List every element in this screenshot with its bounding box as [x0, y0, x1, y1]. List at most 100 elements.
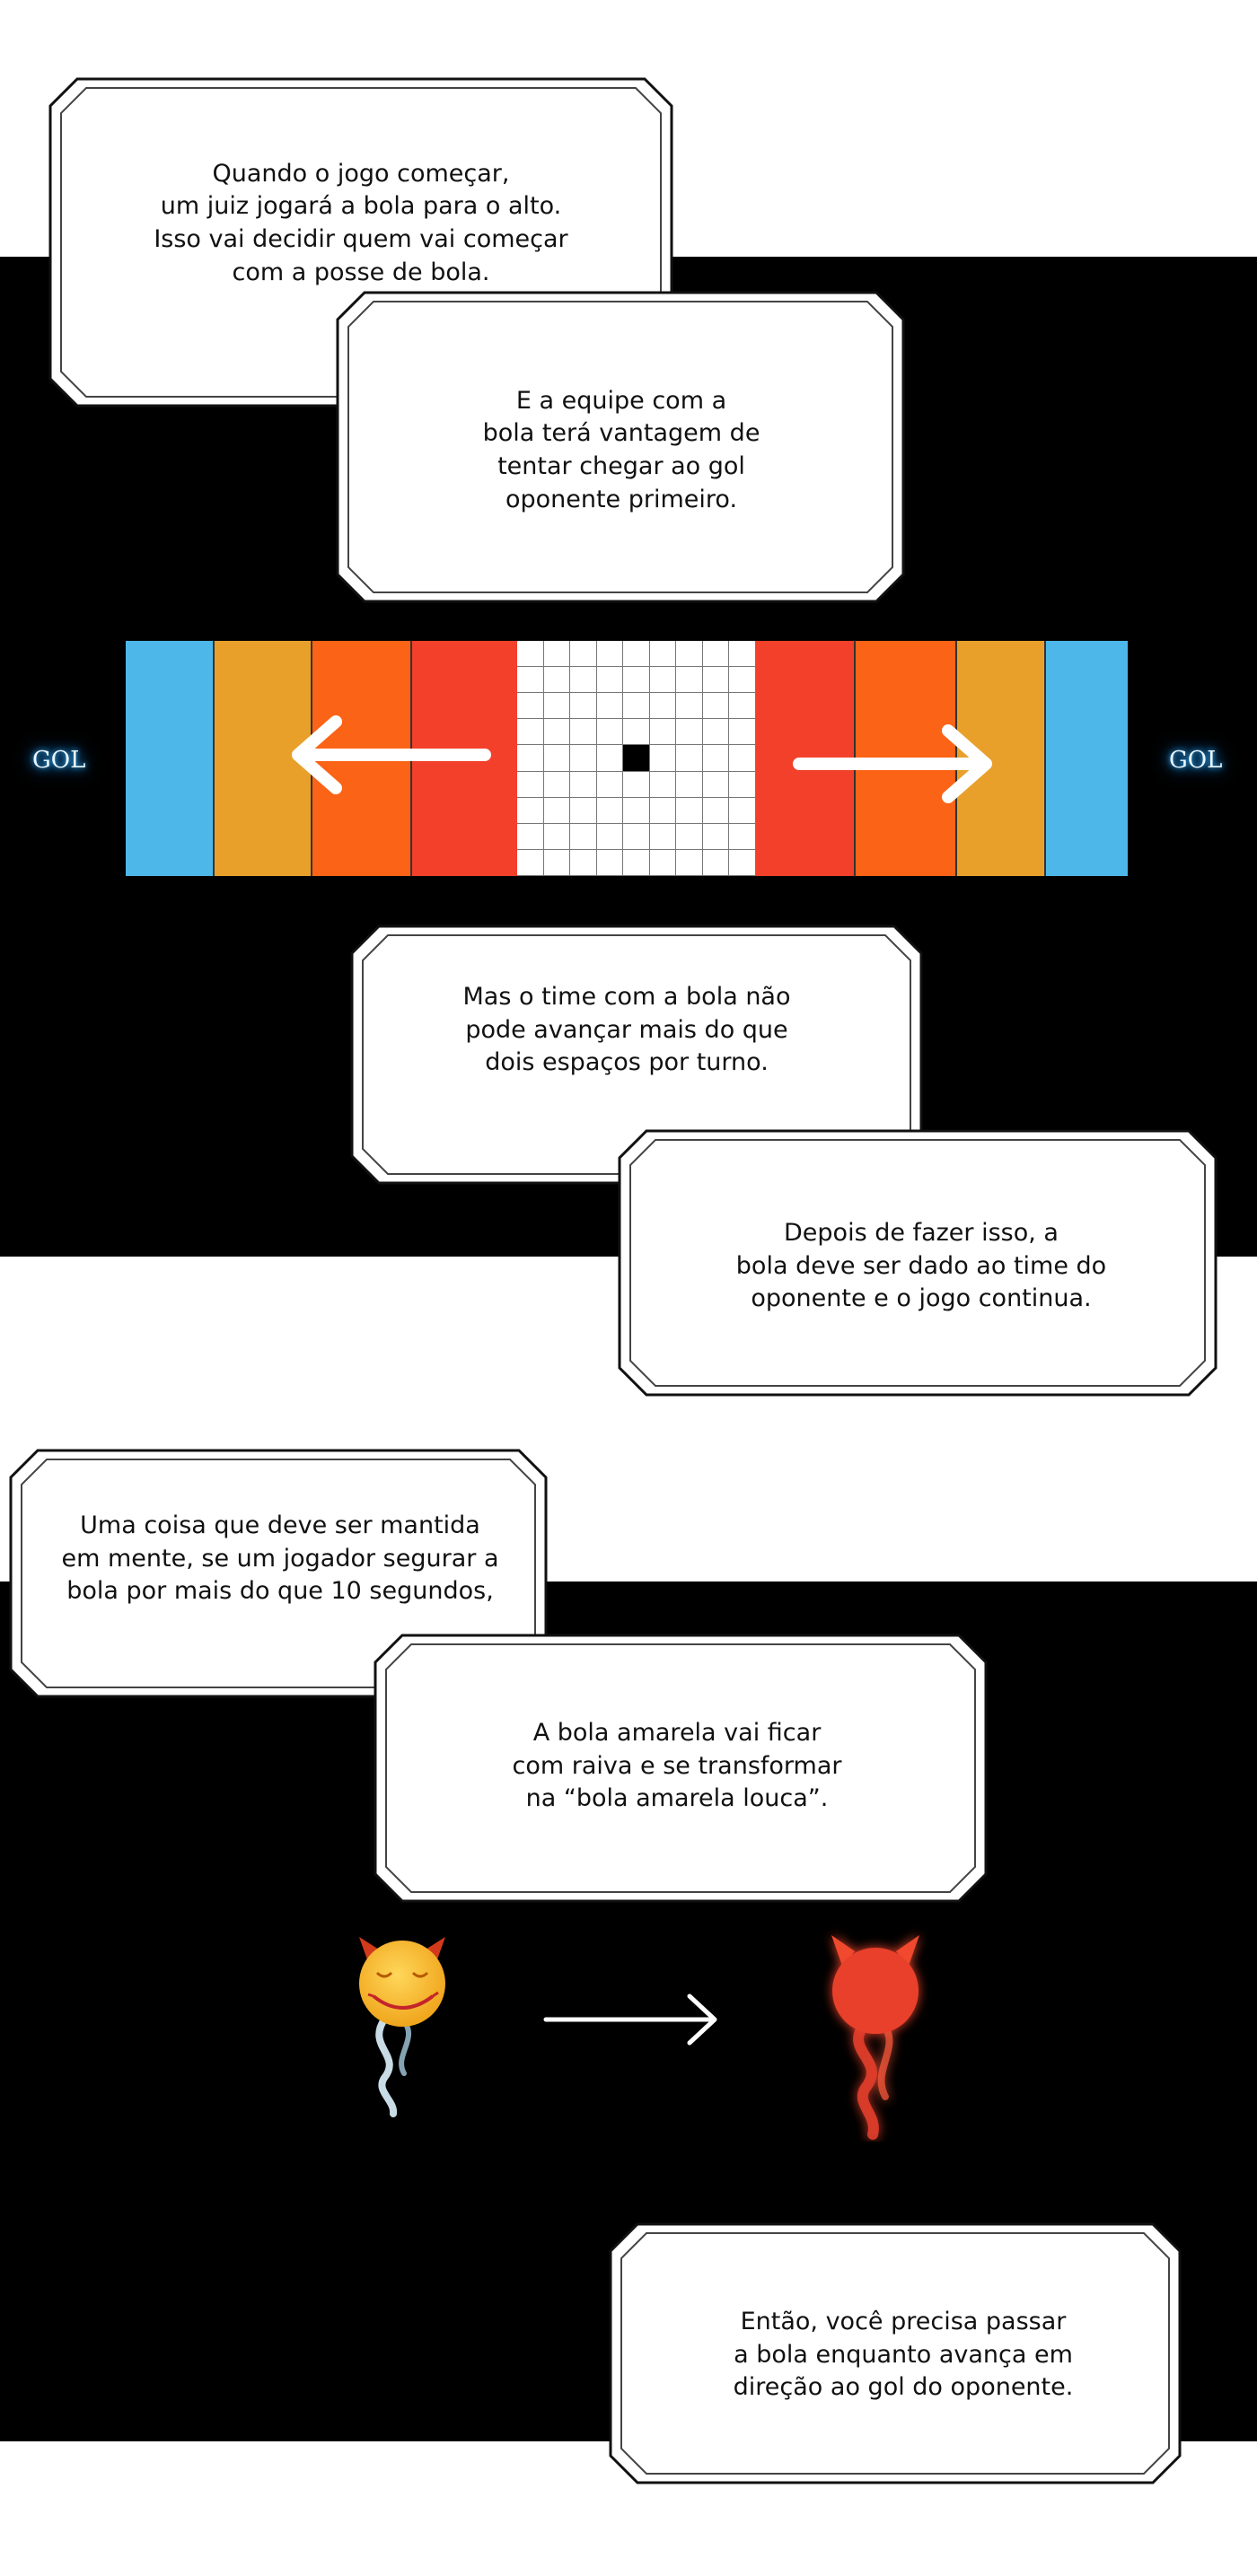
grid-cell [596, 641, 624, 668]
grid-cell [676, 797, 703, 824]
grid-cell [676, 719, 703, 746]
bubble-frame-icon [374, 1634, 988, 1903]
goal-zone-right [1045, 641, 1129, 876]
red-crazy-ball-icon [831, 1935, 919, 2140]
grid-cell [729, 745, 756, 772]
grid-cell [596, 823, 624, 850]
bubble-text-mas: Mas o time com a bola não pode avançar m… [462, 982, 791, 1077]
transform-arrow-icon [543, 1993, 717, 2046]
center-square [623, 745, 650, 772]
field-grid-icon [517, 641, 756, 876]
grid-cell [517, 797, 544, 824]
grid-cell [729, 693, 756, 720]
goal-label-right: GOL [1169, 747, 1223, 774]
grid-cell [570, 849, 597, 876]
goal-label-left: GOL [32, 747, 86, 774]
speech-bubble-amarela: A bola amarela vai ficar com raiva e se … [372, 1632, 989, 1905]
grid-cell [623, 667, 650, 694]
grid-cell [729, 641, 756, 668]
grid-cell [543, 719, 571, 746]
bubble-text-depois: Depois de fazer isso, a bola deve ser da… [735, 1218, 1107, 1313]
grid-cell [623, 849, 650, 876]
bubble-text-quando: Quando o jogo começar, um juiz jogará a … [154, 159, 568, 286]
grid-cell [649, 823, 677, 850]
grid-cell [517, 719, 544, 746]
bubble-frame-icon [336, 291, 905, 603]
grid-cell [676, 641, 703, 668]
speech-bubble-equipe: E a equipe com a bola terá vantagem de t… [334, 289, 907, 605]
grid-cell [543, 849, 571, 876]
speech-bubble-entao: Então, você precisa passar a bola enquan… [607, 2221, 1183, 2486]
grid-cell [517, 693, 544, 720]
grid-cell [702, 693, 730, 720]
grid-cell [729, 849, 756, 876]
grid-cell [702, 849, 730, 876]
grid-cell [543, 771, 571, 798]
grid-cell [570, 667, 597, 694]
grid-cell [702, 667, 730, 694]
grid-cell [517, 771, 544, 798]
speech-bubble-depois: Depois de fazer isso, a bola deve ser da… [616, 1127, 1219, 1398]
grid-cell [596, 771, 624, 798]
grid-cell [596, 693, 624, 720]
grid-cell [702, 823, 730, 850]
grid-cell [676, 693, 703, 720]
grid-cell [570, 719, 597, 746]
grid-cell [702, 641, 730, 668]
grid-cell [676, 771, 703, 798]
grid-cell [649, 771, 677, 798]
grid-cell [596, 797, 624, 824]
goal-zone-left [126, 641, 214, 876]
grid-cell [649, 641, 677, 668]
grid-cell [729, 719, 756, 746]
bubble-text-equipe: E a equipe com a bola terá vantagem de t… [482, 386, 760, 513]
bubble-text-entao: Então, você precisa passar a bola enquan… [733, 2307, 1074, 2402]
zone-right-3 [956, 641, 1046, 876]
grid-cell [543, 667, 571, 694]
grid-cell [729, 797, 756, 824]
grid-cell [543, 693, 571, 720]
bubble-text-amarela: A bola amarela vai ficar com raiva e se … [512, 1718, 842, 1813]
grid-cell [702, 797, 730, 824]
grid-cell [702, 745, 730, 772]
grid-cell [596, 745, 624, 772]
grid-cell [543, 823, 571, 850]
grid-cell [623, 693, 650, 720]
grid-cell [649, 719, 677, 746]
grid-cell [649, 667, 677, 694]
grid-cell [543, 797, 571, 824]
grid-cell [676, 849, 703, 876]
grid-cell [517, 667, 544, 694]
grid-cell [596, 719, 624, 746]
grid-cell [702, 719, 730, 746]
grid-cell [676, 823, 703, 850]
grid-cell [623, 641, 650, 668]
yellow-devil-ball-icon [359, 1937, 445, 2117]
grid-cell [649, 849, 677, 876]
grid-cell [729, 823, 756, 850]
grid-cell [623, 771, 650, 798]
grid-cell [623, 823, 650, 850]
grid-cell [570, 641, 597, 668]
bubble-frame-icon [618, 1129, 1217, 1397]
arrow-left-icon [292, 715, 491, 794]
grid-cell [543, 641, 571, 668]
grid-cell [649, 693, 677, 720]
grid-cell [729, 667, 756, 694]
grid-cell [570, 745, 597, 772]
grid-cell [676, 745, 703, 772]
grid-cell [729, 771, 756, 798]
grid-cell [543, 745, 571, 772]
grid-cell [570, 797, 597, 824]
bubble-text-uma: Uma coisa que deve ser mantida em mente,… [61, 1511, 499, 1606]
grid-cell [570, 693, 597, 720]
grid-cell [649, 797, 677, 824]
grid-cell [596, 667, 624, 694]
grid-cell [623, 797, 650, 824]
grid-cell [676, 667, 703, 694]
grid-cell [517, 849, 544, 876]
grid-cell [517, 823, 544, 850]
speech-bubble-mas: Mas o time com a bola não pode avançar m… [348, 923, 925, 1187]
arrow-right-icon [793, 724, 992, 803]
grid-cell [649, 745, 677, 772]
